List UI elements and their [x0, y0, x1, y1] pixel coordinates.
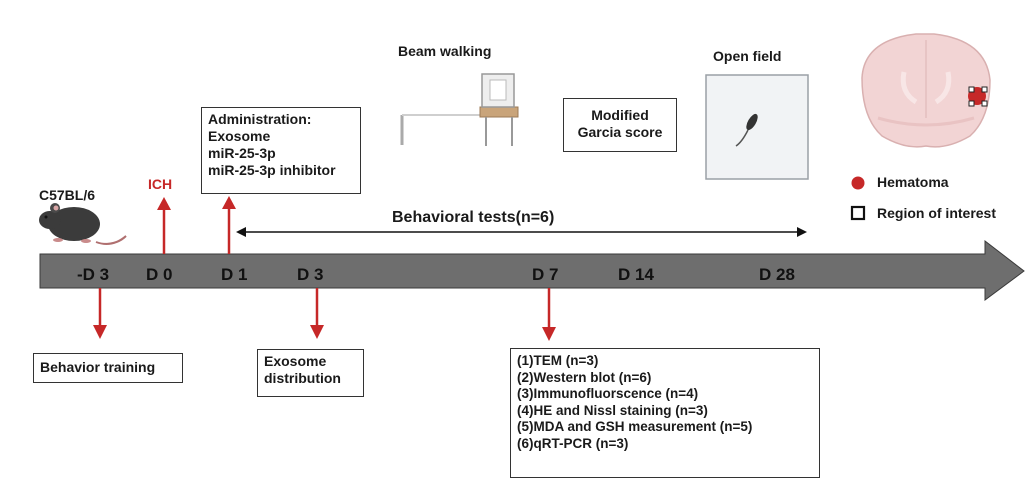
- behavior-training-arrow: [93, 288, 107, 339]
- behavioral-tests-label: Behavioral tests(n=6): [392, 209, 555, 226]
- day-label: D 7: [532, 265, 559, 284]
- day-label: D 14: [618, 265, 654, 284]
- legend-hematoma-label: Hematoma: [877, 174, 949, 190]
- exosome-distribution-arrow: [310, 288, 324, 339]
- d7-arrow: [542, 288, 556, 341]
- day-label: D 0: [146, 265, 173, 284]
- d7-tests-box: (1)TEM (n=3) (2)Western blot (n=6) (3)Im…: [510, 348, 820, 478]
- roi-legend-icon: [850, 205, 866, 221]
- administration-box: Administration: Exosome miR-25-3p miR-25…: [201, 107, 361, 194]
- brain-section-icon: [861, 33, 991, 148]
- administration-title: Administration:: [208, 111, 312, 127]
- d7-test-item: (5)MDA and GSH measurement (n=5): [517, 419, 753, 434]
- beam-walking-icon: [400, 73, 519, 146]
- administration-arrow: [222, 196, 236, 254]
- administration-item: Exosome: [208, 128, 271, 144]
- garcia-line: Modified: [591, 107, 649, 123]
- behavioral-tests-range-arrow: [236, 227, 807, 237]
- ich-label: ICH: [148, 176, 173, 192]
- day-label: D 28: [759, 265, 795, 284]
- behavior-training-box: Behavior training: [33, 353, 183, 383]
- behavior-training-label: Behavior training: [40, 359, 156, 375]
- ich-arrow: [157, 197, 171, 254]
- legend-roi-label: Region of interest: [877, 205, 997, 221]
- day-label: -D 3: [77, 265, 110, 284]
- d7-test-item: (1)TEM (n=3): [517, 353, 599, 368]
- exosome-distribution-line: Exosome: [264, 353, 327, 369]
- hematoma-legend-icon: [851, 176, 865, 190]
- d7-test-item: (3)Immunofluorscence (n=4): [517, 386, 699, 401]
- mouse-strain-label: C57BL/6: [39, 187, 96, 203]
- exosome-distribution-line: distribution: [264, 370, 341, 386]
- d7-test-item: (6)qRT-PCR (n=3): [517, 435, 629, 451]
- open-field-label: Open field: [713, 48, 782, 64]
- d7-test-item: (4)HE and Nissl staining (n=3): [517, 402, 708, 418]
- administration-item: miR-25-3p inhibitor: [208, 162, 336, 178]
- day-label: D 3: [297, 265, 324, 284]
- day-label: D 1: [221, 265, 248, 284]
- mouse-icon: [39, 203, 127, 245]
- open-field-icon: [705, 74, 809, 180]
- d7-test-item: (2)Western blot (n=6): [517, 369, 652, 385]
- administration-item: miR-25-3p: [208, 145, 276, 161]
- garcia-line: Garcia score: [577, 124, 663, 140]
- garcia-score-box: Modified Garcia score: [563, 98, 677, 152]
- exosome-distribution-box: Exosome distribution: [257, 349, 364, 397]
- beam-walking-label: Beam walking: [398, 43, 492, 59]
- timeline-arrow: [39, 239, 1025, 301]
